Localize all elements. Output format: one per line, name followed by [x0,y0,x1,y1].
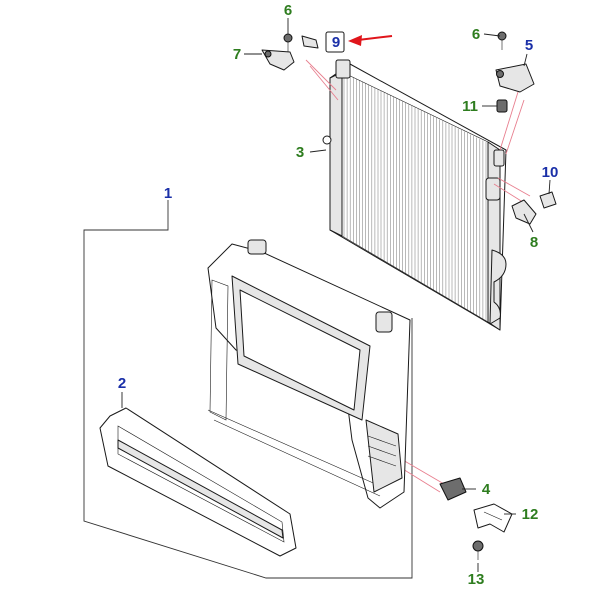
leader-lines [121,18,551,572]
bolt-item-6-right[interactable] [497,31,507,50]
callout-8[interactable]: 8 [530,234,538,251]
callout-10[interactable]: 10 [542,164,559,181]
callout-4[interactable]: 4 [482,481,491,498]
air-deflector[interactable] [99,407,297,557]
callout-13[interactable]: 13 [468,571,485,588]
bolt-item-6-left[interactable] [283,33,293,52]
assembly-bracket-frame [83,200,413,579]
bracket-item-7[interactable] [261,49,295,71]
bracket-item-5[interactable] [495,63,535,93]
clip-item-4[interactable] [439,477,467,501]
callout-12[interactable]: 12 [522,506,539,523]
radiator[interactable] [322,59,507,331]
radiator-fins [343,73,487,321]
callout-9[interactable]: 9 [332,34,340,51]
callout-5[interactable]: 5 [525,37,533,54]
clip-item-10[interactable] [539,191,557,209]
callout-1[interactable]: 1 [164,185,172,202]
bolt-item-13[interactable] [472,540,484,560]
callout-3[interactable]: 3 [296,144,304,161]
clip-item-11[interactable] [496,99,508,113]
clip-item-9[interactable] [301,31,345,53]
callout-7[interactable]: 7 [233,46,241,63]
bracket-item-12[interactable] [473,503,513,533]
callout-2[interactable]: 2 [118,375,126,392]
callout-6-left[interactable]: 6 [284,2,292,19]
callout-11[interactable]: 11 [462,98,478,115]
callout-6-right[interactable]: 6 [472,26,480,43]
fan-shroud[interactable] [207,239,411,509]
highlight-arrow [348,35,393,46]
bracket-item-8[interactable] [511,199,537,225]
